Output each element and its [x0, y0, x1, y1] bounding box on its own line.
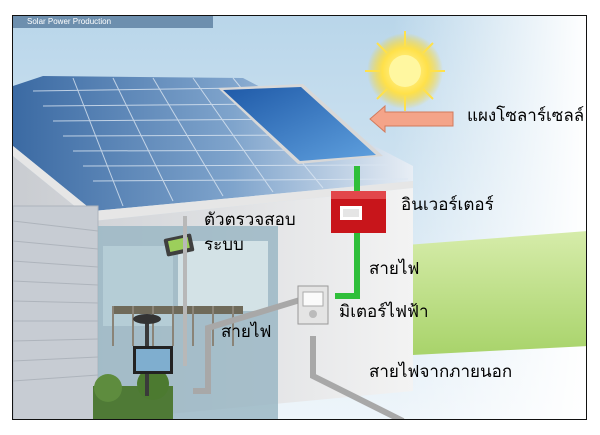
inverter-label: อินเวอร์เตอร์: [401, 195, 494, 215]
monitor-label-line2: ระบบ: [204, 235, 244, 255]
meter-label: มิเตอร์ไฟฟ้า: [339, 302, 429, 322]
grey-wire-label: สายไฟ: [221, 322, 272, 342]
roof: [13, 76, 413, 221]
grass: [393, 231, 586, 356]
house-siding: [13, 205, 99, 419]
diagram-frame: Solar Power Production แผงโซลาร์เซลล์ อิ…: [12, 15, 587, 420]
solar-house-illustration: [13, 16, 586, 419]
house-interior: [93, 226, 278, 419]
sun-icon: [365, 31, 445, 111]
monitor-label-line1: ตัวตรวจสอบ: [204, 210, 296, 230]
meter-box-icon: [297, 285, 329, 325]
external-wire-label: สายไฟจากภายนอก: [369, 362, 513, 382]
green-wire-label: สายไฟ: [369, 259, 420, 279]
caption-text: Solar Power Production: [27, 17, 112, 26]
solar-panel-icon: [218, 84, 383, 164]
solar-panel-label: แผงโซลาร์เซลล์: [467, 106, 585, 126]
green-wire: [335, 166, 360, 299]
inverter-box-icon: [331, 191, 386, 233]
downspout: [183, 216, 187, 366]
caption-strip: [13, 16, 213, 28]
arrow-icon: [369, 104, 454, 134]
